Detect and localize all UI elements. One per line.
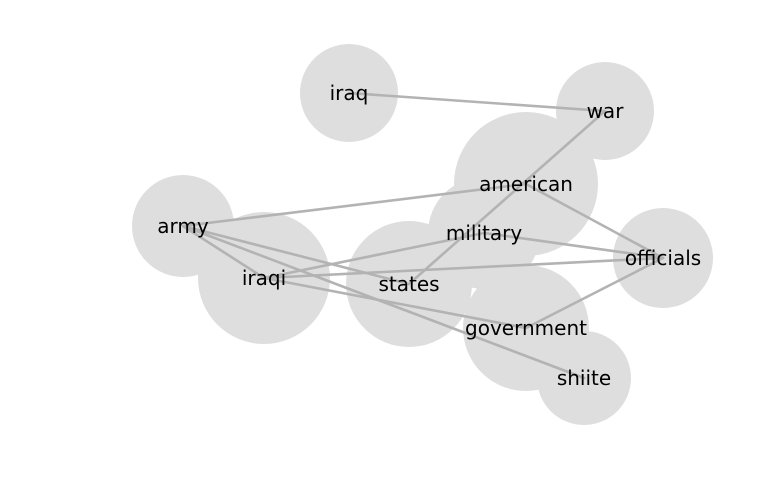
edge-military-iraqi (262, 231, 486, 280)
edge-iraq_top-war (347, 91, 607, 113)
labels-layer: iraq war american army military officials iraq… (157, 81, 701, 390)
node-label-officials: officials (625, 246, 701, 270)
node-label-government: government (465, 316, 587, 340)
edge-military-officials (482, 231, 665, 260)
edges-layer (181, 91, 665, 380)
edge-army-states (181, 224, 411, 286)
edge-american-army (181, 182, 528, 228)
edge-american-officials (524, 182, 665, 260)
node-label-shiite: shiite (557, 366, 611, 390)
node-label-military: military (446, 221, 522, 245)
node-label-american: american (479, 172, 573, 196)
node-label-war: war (587, 99, 625, 123)
node-label-states: states (378, 272, 439, 296)
edge-iraqi-government (262, 276, 528, 330)
edge-government-officials (524, 256, 665, 330)
edge-war-states (407, 109, 607, 286)
node-label-iraq_top: iraq (330, 81, 369, 105)
node-label-army: army (157, 214, 209, 238)
node-label-iraqi: iraqi (242, 266, 286, 290)
edge-iraqi-officials (262, 256, 665, 280)
edge-army-iraqi (181, 224, 266, 280)
